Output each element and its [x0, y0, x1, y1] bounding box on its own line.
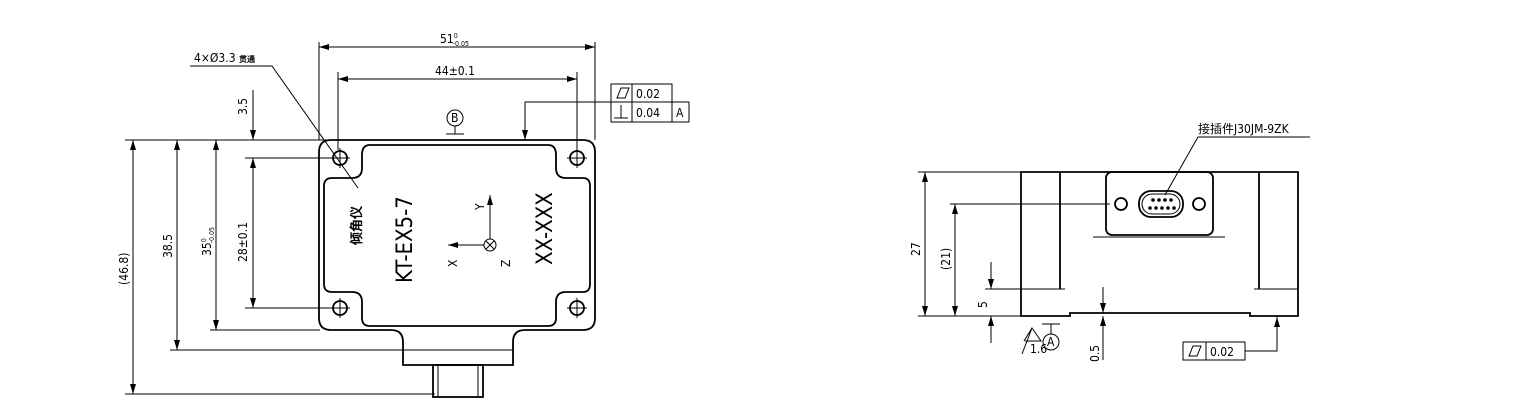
- connector-icon: [1114, 190, 1206, 218]
- flatness-icon: [616, 87, 630, 99]
- feature-control-frame: 0.02 0.04 A: [522, 83, 690, 140]
- svg-text:X: X: [446, 259, 460, 267]
- connector-plate: [1105, 171, 1214, 236]
- hole-pitch-y: 28±0.1: [236, 222, 250, 262]
- roughness-icon: [1021, 326, 1042, 355]
- hole-note: 4×Ø3.3 贯通: [194, 51, 255, 65]
- front-view: 510-0.05 44±0.1 4×Ø3.3 贯通 B 0.02 0.04 A: [117, 32, 690, 398]
- svg-text:A: A: [676, 106, 684, 120]
- model-label: KT-EX5-7: [393, 196, 418, 283]
- datum-a-label: A: [1047, 335, 1055, 349]
- width-dim: 510-0.05: [440, 32, 469, 48]
- flatness-icon: [1188, 345, 1202, 357]
- height-with-tab: 38.5: [161, 234, 175, 258]
- svg-text:0.02: 0.02: [1210, 345, 1234, 359]
- svg-text:Z: Z: [499, 260, 513, 267]
- connector-note: 接插件J30JM-9ZK: [1198, 121, 1290, 136]
- housing-lid: [323, 144, 591, 327]
- product-name: 倾角仪: [349, 205, 365, 246]
- dim-3-5: 3.5: [236, 98, 250, 115]
- connector-stub: [432, 364, 484, 398]
- height-27: 27: [909, 242, 923, 256]
- axes-indicator: Y X Z: [446, 195, 513, 267]
- perpendicularity-icon: [614, 105, 628, 119]
- hole-pitch-x: 44±0.1: [435, 64, 475, 78]
- serial-label: XX-XXX: [533, 192, 558, 265]
- overall-height: (46.8): [117, 253, 131, 285]
- height-dim: 350-0.05: [200, 227, 216, 256]
- dim-5: 5: [976, 301, 990, 308]
- dim-21: (21): [939, 248, 953, 270]
- dim-0-5: 0.5: [1088, 345, 1102, 362]
- roughness-value: 1.6: [1030, 342, 1047, 356]
- side-outline: [1020, 171, 1299, 317]
- datum-b-label: B: [451, 111, 458, 125]
- side-view: 接插件J30JM-9ZK 27 (21) 5 0.5 1.6 A 0.02: [909, 121, 1310, 362]
- side-feature-control-frame: 0.02: [1182, 317, 1280, 361]
- housing-outline: [318, 139, 596, 366]
- svg-text:0.04: 0.04: [636, 106, 660, 120]
- svg-text:Y: Y: [473, 203, 487, 211]
- svg-text:0.02: 0.02: [636, 87, 660, 101]
